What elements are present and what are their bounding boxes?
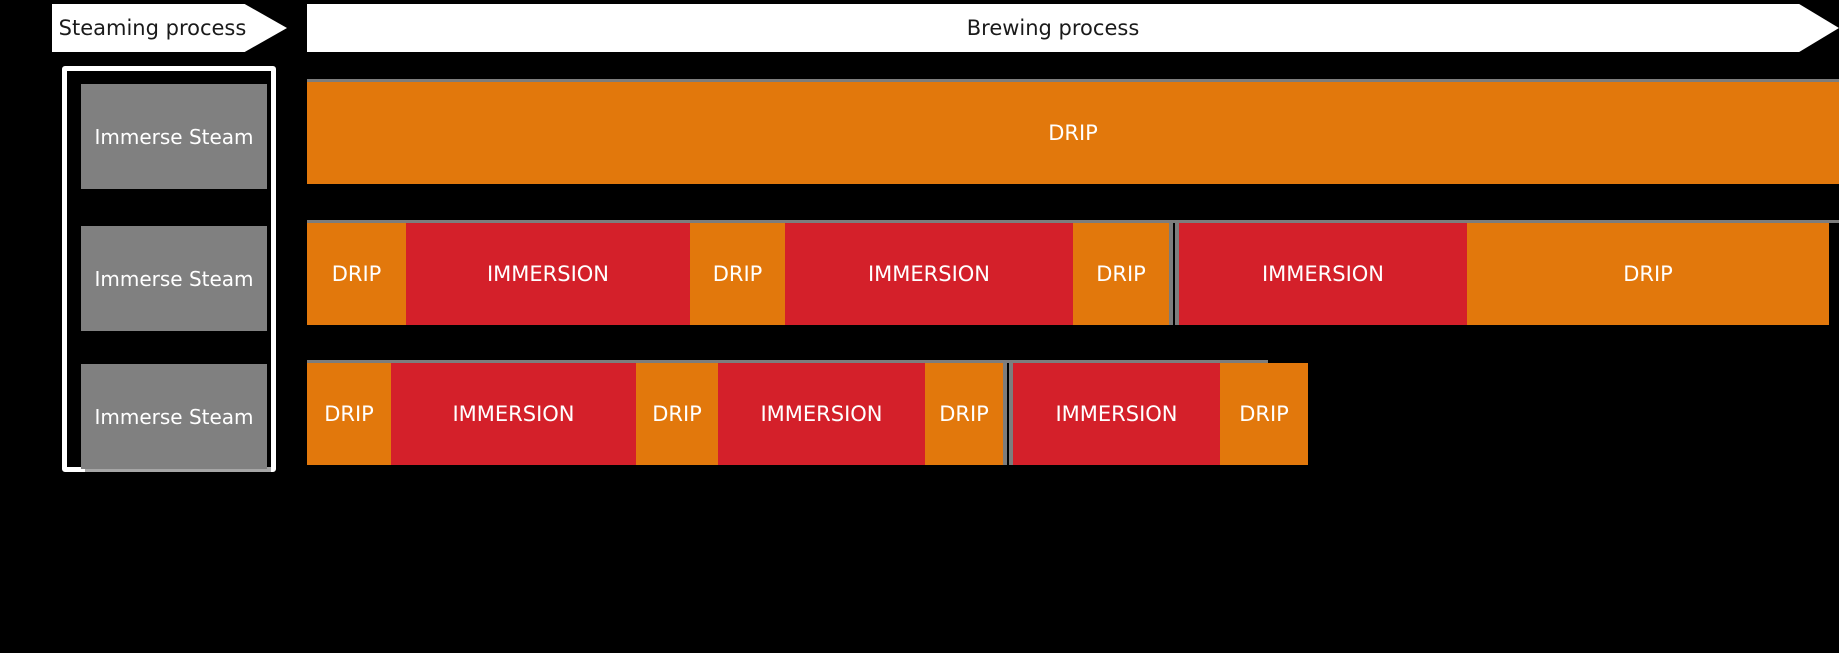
segment-label: DRIP (712, 262, 763, 286)
segment-break-icon (1169, 223, 1179, 325)
brewing-row-3: DRIP IMMERSION DRIP IMMERSION DRIP IMMERSION D… (307, 360, 1308, 465)
immerse-steam-box: Immerse Steam (81, 226, 267, 331)
segment-label: DRIP (1623, 262, 1673, 286)
segment-drip: DRIP (1073, 223, 1169, 325)
immerse-steam-box: Immerse Steam (81, 84, 267, 189)
banner-steaming-process: Steaming process (52, 4, 287, 52)
segment-drip: DRIP (307, 82, 1839, 184)
banner-brewing-process: Brewing process (307, 4, 1839, 52)
segment-drip: DRIP (636, 363, 718, 465)
segment-label: DRIP (652, 402, 702, 426)
segment-label: DRIP (1239, 402, 1289, 426)
process-banner-row: Steaming process Brewing process (0, 0, 1839, 56)
immerse-steam-label: Immerse Steam (94, 266, 254, 291)
segment-label: DRIP (939, 402, 989, 426)
segment-label: IMMERSION (452, 402, 575, 426)
segment-label: DRIP (1048, 121, 1098, 145)
immerse-steam-box: Immerse Steam (81, 364, 267, 469)
segment-drip: DRIP (690, 223, 785, 325)
segment-drip: DRIP (307, 223, 406, 325)
segment-drip: DRIP (307, 363, 391, 465)
segment-label: IMMERSION (486, 262, 610, 286)
segment-immersion: IMMERSION (1013, 363, 1220, 465)
steaming-process-group: Immerse Steam Immerse Steam Immerse Stea… (62, 66, 276, 472)
segment-label: DRIP (1096, 262, 1146, 286)
segment-label: DRIP (331, 262, 382, 286)
segment-drip: DRIP (1220, 363, 1308, 465)
segment-drip: DRIP (925, 363, 1003, 465)
segment-label: IMMERSION (760, 402, 883, 426)
brewing-row-2: DRIP IMMERSION DRIP IMMERSION DRIP IMMERSION D… (307, 220, 1839, 325)
immerse-steam-label: Immerse Steam (94, 124, 254, 149)
segment-label: IMMERSION (867, 262, 991, 286)
segment-label: IMMERSION (1055, 402, 1178, 426)
segment-immersion: IMMERSION (718, 363, 925, 465)
segment-immersion: IMMERSION (1179, 223, 1467, 325)
segment-label: IMMERSION (1261, 262, 1385, 286)
banner-steaming-label: Steaming process (58, 16, 247, 40)
brewing-row-1: DRIP (307, 79, 1839, 184)
segment-immersion: IMMERSION (406, 223, 690, 325)
segment-break-icon (1003, 363, 1013, 465)
segment-immersion: IMMERSION (391, 363, 636, 465)
segment-immersion: IMMERSION (785, 223, 1073, 325)
bottom-caption (10, 604, 430, 653)
segment-drip: DRIP (1467, 223, 1829, 325)
banner-brewing-label: Brewing process (966, 16, 1140, 40)
immerse-steam-label: Immerse Steam (94, 404, 254, 429)
segment-label: DRIP (324, 402, 374, 426)
